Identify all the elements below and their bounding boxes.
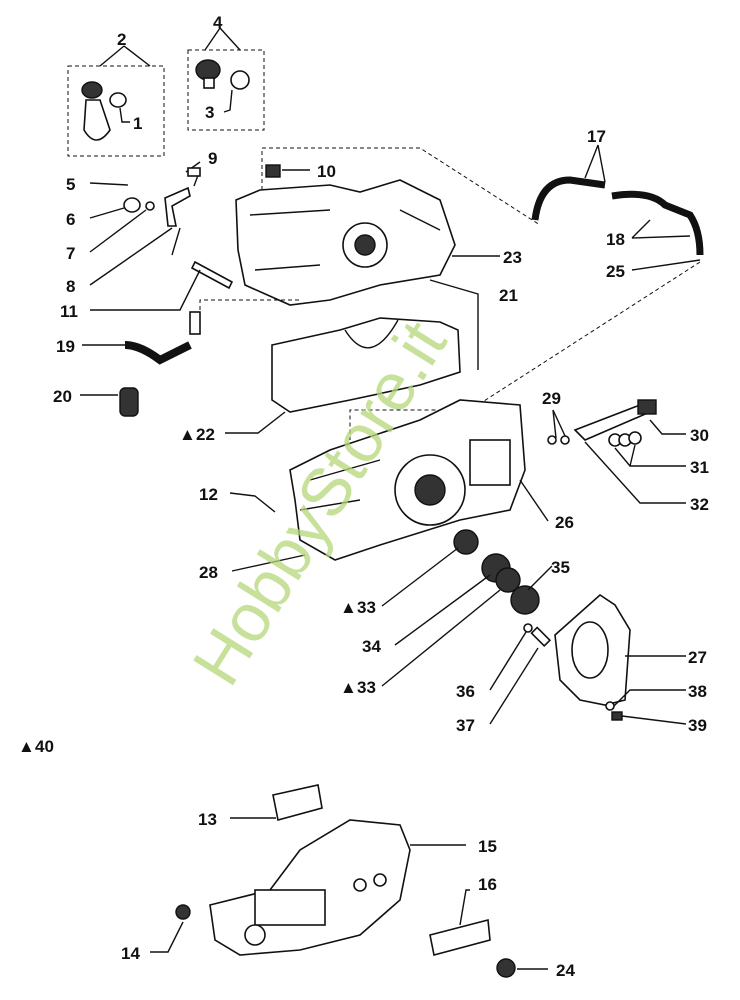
label-33-lower: 33 bbox=[357, 678, 376, 697]
leader-4 bbox=[204, 27, 241, 51]
triangle-marker-icon: ▲ bbox=[340, 598, 357, 617]
label-39: 39 bbox=[688, 716, 707, 735]
oil-hose-part bbox=[349, 144, 704, 440]
small-parts-left bbox=[89, 161, 234, 311]
label-7: 7 bbox=[66, 244, 75, 263]
dash-19 bbox=[199, 299, 300, 310]
triangle-marker-icon: ▲ bbox=[179, 425, 196, 444]
label-28: 28 bbox=[199, 563, 218, 582]
label-1: 1 bbox=[133, 114, 142, 133]
label-21: 21 bbox=[499, 286, 518, 305]
label-40: 40 bbox=[35, 737, 54, 756]
label-16: 16 bbox=[478, 875, 497, 894]
fuel-hose-part bbox=[80, 311, 201, 417]
label-33-upper: 33 bbox=[357, 598, 376, 617]
label-13: 13 bbox=[198, 810, 217, 829]
label-14: 14 bbox=[121, 944, 140, 963]
sprocket-cover-part bbox=[150, 784, 548, 978]
label-24: 24 bbox=[556, 961, 575, 980]
label-22: 22 bbox=[196, 425, 215, 444]
label-35: 35 bbox=[551, 558, 570, 577]
triangle-marker-icon: ▲ bbox=[340, 678, 357, 697]
label-31: 31 bbox=[690, 458, 709, 477]
label-4: 4 bbox=[213, 13, 223, 32]
oil-pump-shaft-part bbox=[547, 399, 686, 504]
label-6: 6 bbox=[66, 210, 75, 229]
label-37: 37 bbox=[456, 716, 475, 735]
label-20: 20 bbox=[53, 387, 72, 406]
label-11: 11 bbox=[60, 302, 78, 321]
part-labels: 2 4 1 3 9 10 5 6 7 8 11 17 23 18 25 21 1… bbox=[18, 13, 709, 980]
label-32: 32 bbox=[690, 495, 709, 514]
label-26: 26 bbox=[555, 513, 574, 532]
group-box-4 bbox=[187, 49, 265, 131]
label-2: 2 bbox=[117, 30, 126, 49]
label-3: 3 bbox=[205, 103, 214, 122]
label-5: 5 bbox=[66, 175, 75, 194]
label-36: 36 bbox=[456, 682, 475, 701]
crankcase-lower-part bbox=[229, 399, 549, 572]
bearing-parts bbox=[381, 529, 553, 725]
label-17: 17 bbox=[587, 127, 606, 146]
label-9: 9 bbox=[208, 149, 217, 168]
label-10: 10 bbox=[317, 162, 336, 181]
crankcase-upper-part bbox=[235, 147, 541, 306]
label-25: 25 bbox=[606, 262, 625, 281]
gasket-part bbox=[225, 317, 461, 434]
label-12: 12 bbox=[199, 485, 218, 504]
label-18: 18 bbox=[606, 230, 625, 249]
triangle-marker-icon: ▲ bbox=[18, 737, 35, 756]
label-29: 29 bbox=[542, 389, 561, 408]
group-box-2 bbox=[67, 65, 165, 157]
fuel-cap-part bbox=[195, 59, 250, 113]
label-23: 23 bbox=[503, 248, 522, 267]
leader-2 bbox=[99, 45, 151, 67]
cover-plate-part bbox=[554, 593, 687, 725]
label-38: 38 bbox=[688, 682, 707, 701]
label-27: 27 bbox=[688, 648, 707, 667]
label-34: 34 bbox=[362, 637, 381, 656]
label-30: 30 bbox=[690, 426, 709, 445]
oil-cap-part bbox=[81, 81, 130, 141]
label-15: 15 bbox=[478, 837, 497, 856]
label-8: 8 bbox=[66, 277, 75, 296]
leader-21 bbox=[429, 279, 479, 370]
label-19: 19 bbox=[56, 337, 75, 356]
